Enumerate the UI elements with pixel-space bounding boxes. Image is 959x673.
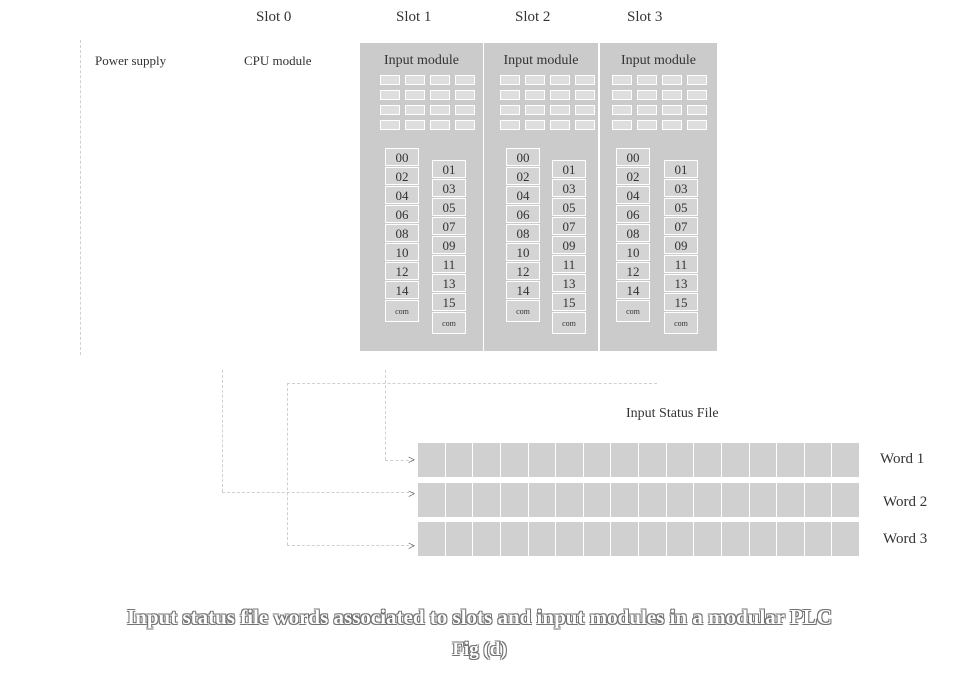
power-supply-label: Power supply (95, 53, 167, 68)
terminal-com: com (664, 312, 698, 334)
slot-label-2: Slot 2 (515, 9, 551, 25)
terminal: 10 (385, 243, 419, 261)
connector-line (385, 460, 414, 461)
word-label-1: Word 1 (880, 451, 925, 467)
word-label-3: Word 3 (883, 531, 928, 547)
terminal-com: com (432, 312, 466, 334)
connector-line (287, 383, 288, 545)
terminal: 11 (552, 255, 586, 273)
terminal-com: com (616, 300, 650, 322)
terminal-com: com (506, 300, 540, 322)
terminal: 01 (432, 160, 466, 178)
terminal: 09 (552, 236, 586, 254)
terminal: 02 (506, 167, 540, 185)
terminal: 08 (385, 224, 419, 242)
status-file-title: Input Status File (626, 406, 719, 421)
terminal: 10 (616, 243, 650, 261)
terminal: 08 (616, 224, 650, 242)
terminal: 05 (552, 198, 586, 216)
terminal: 12 (616, 262, 650, 280)
terminal-column-even: 00 02 04 06 08 10 12 14 com (616, 148, 650, 323)
input-module-slot-3: Input module 00 02 04 06 08 10 12 14 com… (600, 43, 718, 351)
terminal-com: com (552, 312, 586, 334)
terminal: 02 (385, 167, 419, 185)
terminal: 07 (552, 217, 586, 235)
terminal-column-odd: 01 03 05 07 09 11 13 15 com (664, 160, 698, 335)
terminal: 14 (616, 281, 650, 299)
led-indicators (380, 75, 475, 130)
terminal: 12 (385, 262, 419, 280)
terminal-column-odd: 01 03 05 07 09 11 13 15 com (432, 160, 466, 335)
terminal: 08 (506, 224, 540, 242)
arrow-right-icon: > (408, 538, 416, 553)
input-module-slot-2: Input module 00 02 04 06 08 10 12 14 com… (484, 43, 599, 351)
terminal: 03 (432, 179, 466, 197)
slot-label-3: Slot 3 (627, 9, 663, 25)
terminal: 00 (506, 148, 540, 166)
module-title: Input module (383, 53, 460, 68)
terminal: 03 (664, 179, 698, 197)
terminal: 07 (664, 217, 698, 235)
terminal: 11 (432, 255, 466, 273)
terminal: 05 (432, 198, 466, 216)
terminal: 06 (385, 205, 419, 223)
terminal: 00 (616, 148, 650, 166)
led-indicators (500, 75, 595, 130)
led-indicators (612, 75, 707, 130)
arrow-right-icon: > (408, 452, 416, 467)
terminal: 09 (432, 236, 466, 254)
terminal: 14 (385, 281, 419, 299)
slot-label-1: Slot 1 (396, 9, 432, 25)
connector-line (222, 370, 223, 492)
terminal: 01 (664, 160, 698, 178)
terminal: 14 (506, 281, 540, 299)
terminal: 07 (432, 217, 466, 235)
arrow-right-icon: > (408, 486, 416, 501)
terminal: 04 (506, 186, 540, 204)
figure-number: Fig (d) (452, 639, 507, 660)
terminal-column-even: 00 02 04 06 08 10 12 14 com (385, 148, 419, 323)
terminal: 15 (664, 293, 698, 311)
figure-caption: Input status file words associated to sl… (127, 605, 832, 629)
connector-line (287, 383, 657, 384)
rack-left-edge (80, 40, 81, 355)
terminal: 01 (552, 160, 586, 178)
status-word-row-2 (418, 483, 860, 517)
terminal: 00 (385, 148, 419, 166)
terminal: 05 (664, 198, 698, 216)
terminal: 03 (552, 179, 586, 197)
terminal: 09 (664, 236, 698, 254)
module-title: Input module (503, 53, 579, 68)
cpu-module-label: CPU module (244, 53, 312, 68)
terminal-column-odd: 01 03 05 07 09 11 13 15 com (552, 160, 586, 335)
terminal-com: com (385, 300, 419, 322)
terminal: 06 (616, 205, 650, 223)
terminal: 13 (432, 274, 466, 292)
input-module-slot-1: Input module 00 02 04 06 08 10 12 14 com… (360, 43, 484, 351)
terminal: 13 (552, 274, 586, 292)
terminal: 02 (616, 167, 650, 185)
connector-line (385, 370, 386, 460)
terminal: 06 (506, 205, 540, 223)
terminal: 15 (552, 293, 586, 311)
module-title: Input module (620, 53, 697, 68)
terminal: 12 (506, 262, 540, 280)
terminal: 04 (385, 186, 419, 204)
word-label-2: Word 2 (883, 494, 928, 510)
terminal: 13 (664, 274, 698, 292)
terminal: 10 (506, 243, 540, 261)
terminal-column-even: 00 02 04 06 08 10 12 14 com (506, 148, 540, 323)
terminal: 11 (664, 255, 698, 273)
slot-label-0: Slot 0 (256, 9, 292, 25)
connector-line (287, 545, 414, 546)
connector-line (222, 492, 414, 493)
terminal: 04 (616, 186, 650, 204)
status-word-row-3 (418, 522, 860, 556)
status-word-row-1 (418, 443, 860, 477)
terminal: 15 (432, 293, 466, 311)
